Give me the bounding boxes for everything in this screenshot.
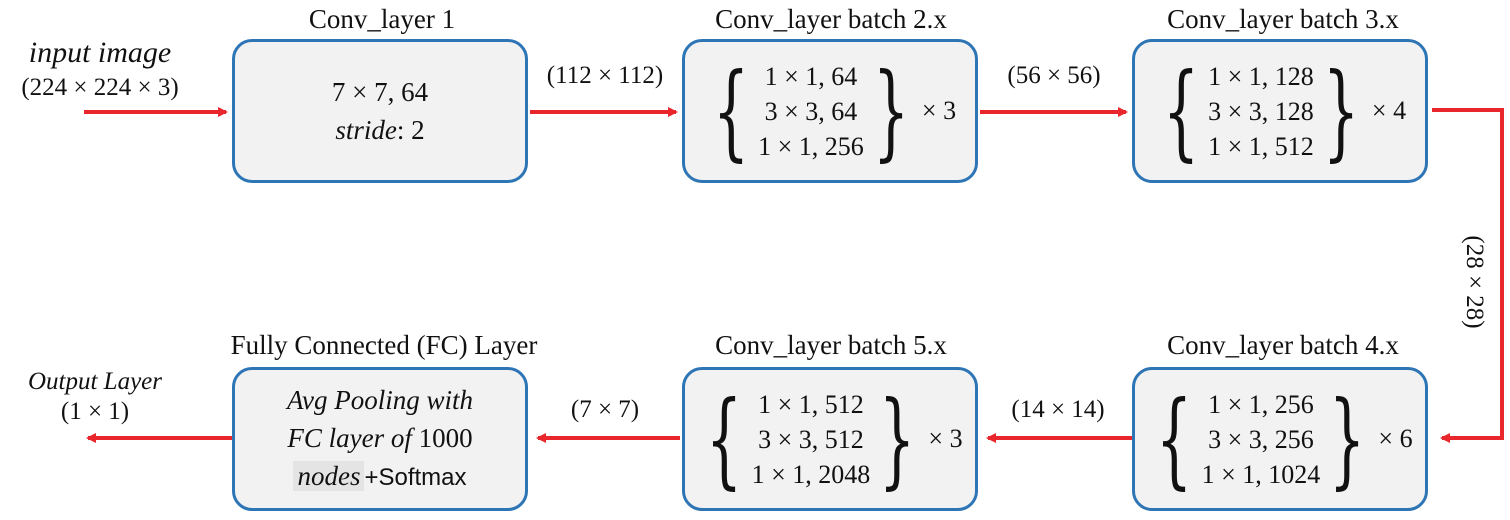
fc-node-count: 1000 xyxy=(418,423,473,453)
batch3-row: 1 × 1, 128 xyxy=(1208,61,1314,91)
fc-line2: FC layer of 1000 xyxy=(287,419,473,457)
conv1-stride-name: stride xyxy=(335,115,397,145)
output-size: (1 × 1) xyxy=(60,398,130,425)
batch5-row: 1 × 1, 512 xyxy=(758,389,864,419)
batch2-row: 1 × 1, 256 xyxy=(758,131,864,161)
batch4-title: Conv_layer batch 4.x xyxy=(1167,330,1399,360)
batch5-multiplier: × 3 xyxy=(928,424,963,453)
batch5-title: Conv_layer batch 5.x xyxy=(715,330,947,360)
right-brace: } xyxy=(1329,378,1366,500)
batch2-title: Conv_layer batch 2.x xyxy=(715,4,947,34)
edge-label-56: (56 × 56) xyxy=(1007,62,1101,89)
edge-label-14: (14 × 14) xyxy=(1011,396,1105,423)
batch5-row: 3 × 3, 512 xyxy=(758,424,864,454)
edge-label-7: (7 × 7) xyxy=(570,396,640,423)
batch5-row: 1 × 1, 2048 xyxy=(751,459,871,489)
batch4-row: 3 × 3, 256 xyxy=(1208,424,1314,454)
edge-label-112: (112 × 112) xyxy=(546,62,664,89)
fc-title: Fully Connected (FC) Layer xyxy=(230,330,538,360)
batch3-box: { 1 × 1, 128 3 × 3, 128 1 × 1, 512 } × 4 xyxy=(1132,39,1428,183)
conv1-kernel: 7 × 7, 64 xyxy=(331,77,429,107)
batch4-row: 1 × 1, 256 xyxy=(1208,389,1314,419)
batch4-multiplier: × 6 xyxy=(1378,424,1413,453)
fc-softmax: +Softmax xyxy=(364,464,467,491)
batch4-row: 1 × 1, 1024 xyxy=(1201,459,1321,489)
fc-line1: Avg Pooling with xyxy=(287,385,473,415)
left-brace: { xyxy=(706,378,743,500)
left-brace: { xyxy=(1162,50,1200,172)
output-label: Output Layer xyxy=(27,368,163,395)
batch2-box: { 1 × 1, 64 3 × 3, 64 1 × 1, 256 } × 3 xyxy=(682,39,978,183)
conv1-box: 7 × 7, 64 stride: 2 xyxy=(232,39,528,183)
left-brace: { xyxy=(712,50,750,172)
input-size: (224 × 224 × 3) xyxy=(21,74,179,101)
fc-line3: nodes+Softmax xyxy=(287,457,473,497)
batch2-multiplier: × 3 xyxy=(921,96,957,125)
fc-line2-text: FC layer of xyxy=(287,423,412,453)
batch3-row: 1 × 1, 512 xyxy=(1208,131,1314,161)
batch2-row: 1 × 1, 64 xyxy=(764,61,858,91)
conv1-stride: stride: 2 xyxy=(332,111,428,149)
batch4-box: { 1 × 1, 256 3 × 3, 256 1 × 1, 1024 } × … xyxy=(1132,367,1428,511)
right-brace: } xyxy=(1322,50,1360,172)
conv1-title: Conv_layer 1 xyxy=(308,4,456,34)
batch3-row: 3 × 3, 128 xyxy=(1208,96,1314,126)
left-brace: { xyxy=(1156,378,1193,500)
right-brace: } xyxy=(872,50,910,172)
batch5-box: { 1 × 1, 512 3 × 3, 512 1 × 1, 2048 } × … xyxy=(682,367,978,511)
right-brace: } xyxy=(879,378,916,500)
batch3-multiplier: × 4 xyxy=(1371,96,1407,125)
conv1-stride-value: : 2 xyxy=(396,115,425,145)
batch2-row: 3 × 3, 64 xyxy=(764,96,858,126)
fc-nodes: nodes xyxy=(293,461,365,491)
input-label: input image xyxy=(28,36,172,69)
arrow-batch3-to-batch4 xyxy=(1432,108,1504,443)
fc-box: Avg Pooling with FC layer of 1000 nodes+… xyxy=(232,367,528,511)
edge-label-28: (28 × 28) xyxy=(1461,235,1488,329)
batch3-title: Conv_layer batch 3.x xyxy=(1167,4,1399,34)
